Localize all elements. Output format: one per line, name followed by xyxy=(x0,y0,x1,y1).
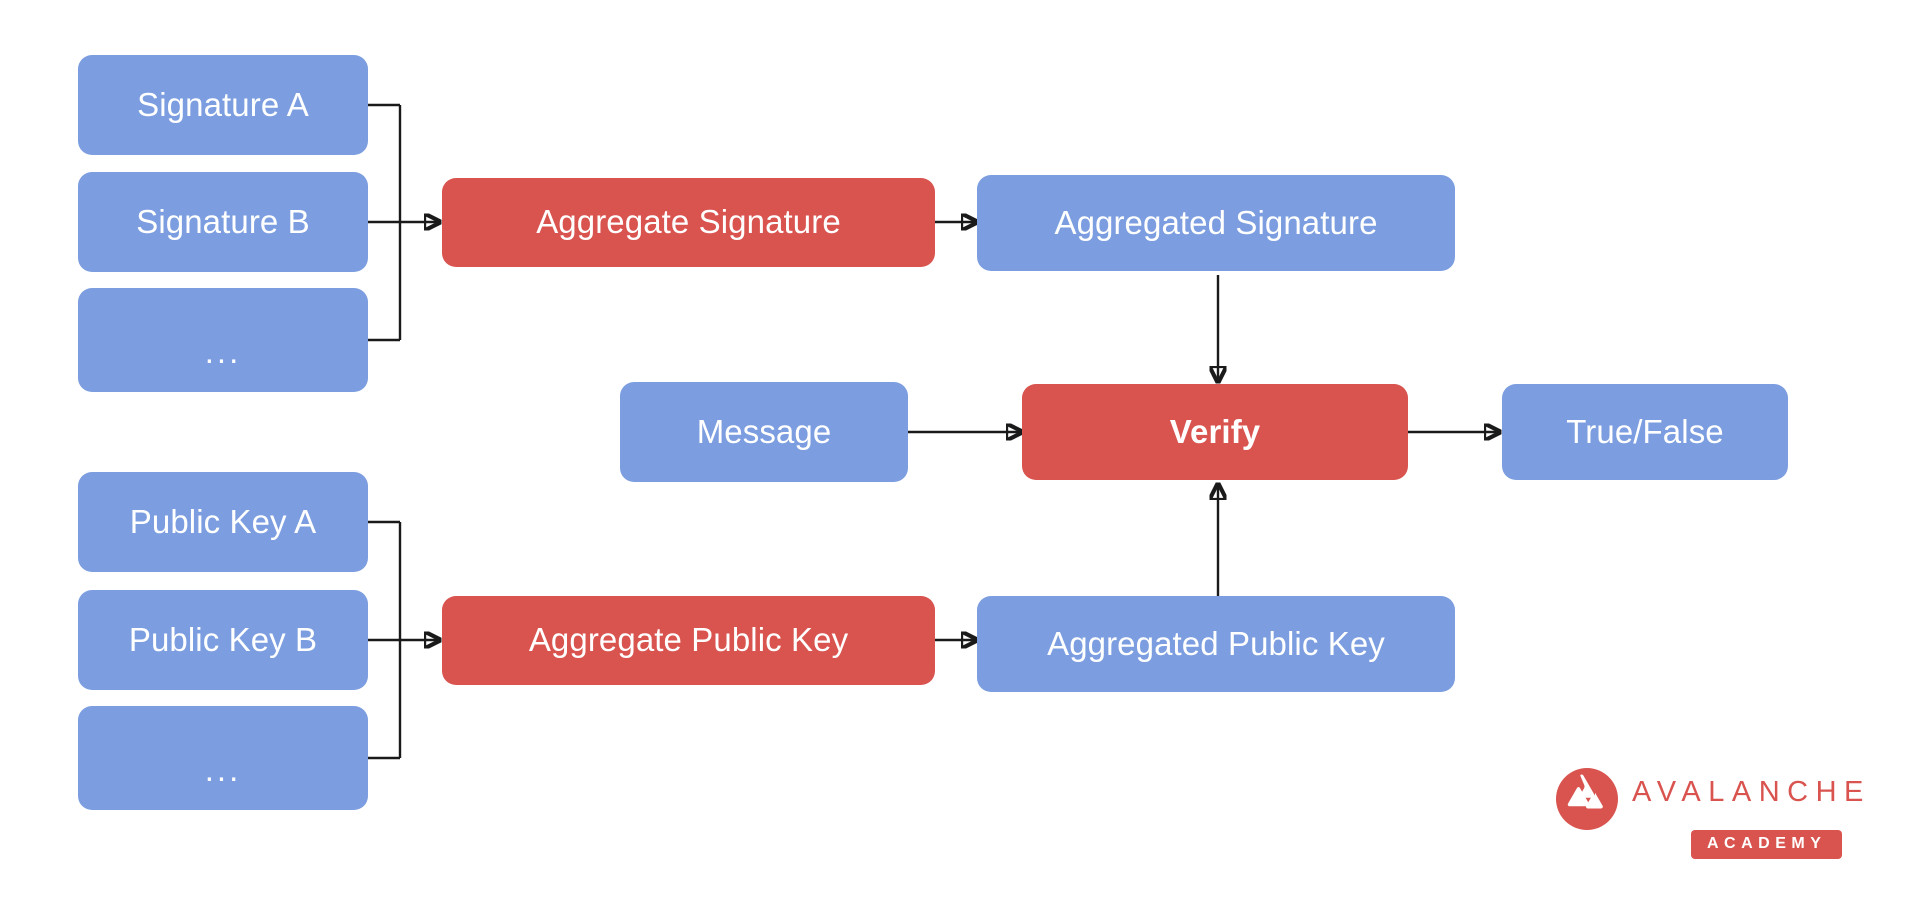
node-message[interactable]: Message xyxy=(620,382,908,482)
node-verify[interactable]: Verify xyxy=(1022,384,1408,480)
node-signature-ellipsis[interactable]: ... xyxy=(78,288,368,392)
avalanche-wordmark: AVALANCHE xyxy=(1632,776,1871,808)
node-public-key-b[interactable]: Public Key B xyxy=(78,590,368,690)
node-aggregate-public-key[interactable]: Aggregate Public Key xyxy=(442,596,935,685)
avalanche-mountain-icon xyxy=(1556,768,1618,830)
node-public-key-a[interactable]: Public Key A xyxy=(78,472,368,572)
academy-badge: ACADEMY xyxy=(1691,830,1843,859)
node-signature-b[interactable]: Signature B xyxy=(78,172,368,272)
node-aggregated-public-key[interactable]: Aggregated Public Key xyxy=(977,596,1455,692)
node-signature-a[interactable]: Signature A xyxy=(78,55,368,155)
avalanche-academy-logo: AVALANCHE ACADEMY xyxy=(1556,768,1876,864)
node-aggregated-signature[interactable]: Aggregated Signature xyxy=(977,175,1455,271)
node-public-key-ellipsis[interactable]: ... xyxy=(78,706,368,810)
node-result[interactable]: True/False xyxy=(1502,384,1788,480)
node-aggregate-signature[interactable]: Aggregate Signature xyxy=(442,178,935,267)
